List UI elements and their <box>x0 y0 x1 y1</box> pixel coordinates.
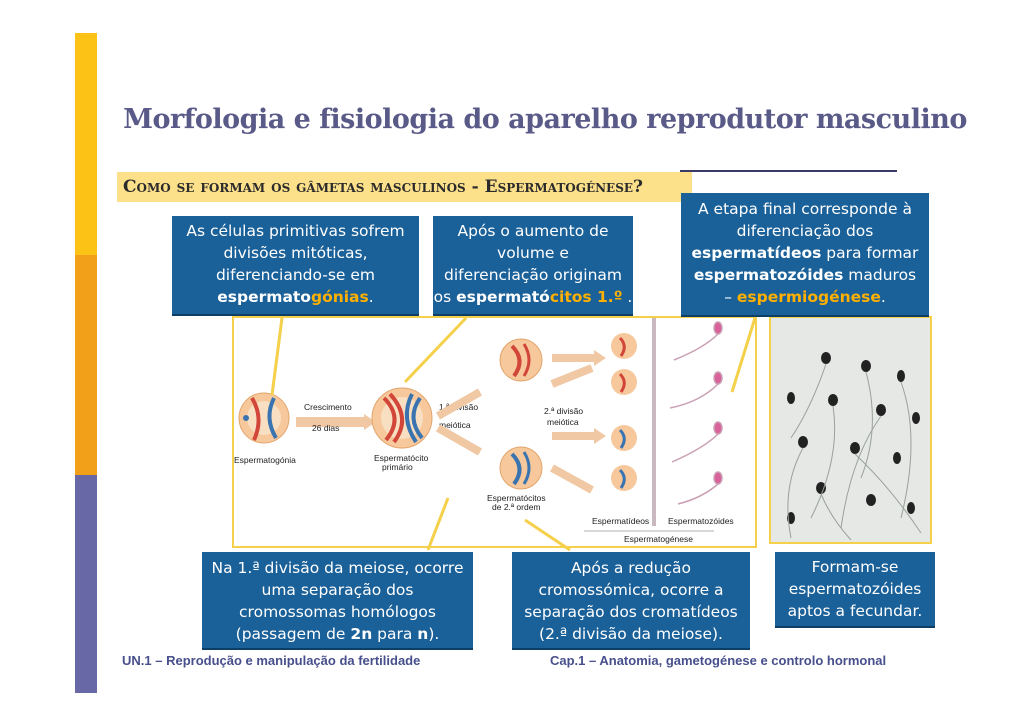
box-meiosis2-line2: cromossómica, ocorre a <box>512 579 750 601</box>
box-final-line5: – espermiogénese. <box>681 286 929 308</box>
diagram-illustration: Espermatogónia Crescimento 26 dias Esper… <box>234 318 755 546</box>
footer-left: UN.1 – Reprodução e manipulação da ferti… <box>122 653 420 668</box>
term-espermiogenese: espermiogénese <box>737 288 881 306</box>
label-crescimento: Crescimento <box>304 402 352 412</box>
micrograph-illustration <box>771 318 930 542</box>
box-ready: Formam-se espermatozóides aptos a fecund… <box>775 552 935 628</box>
box-meiosis2-line4: (2.ª divisão da meiose). <box>512 623 750 645</box>
secondary-spermatocyte-top-icon <box>500 339 542 381</box>
box-final-line2: diferenciação dos <box>681 220 929 242</box>
box-mitosis-line1: As células primitivas sofrem <box>172 220 419 242</box>
box-mitosis: As células primitivas sofrem divisões mi… <box>172 216 419 316</box>
box-growth-prefix: os <box>434 288 457 306</box>
term-espermatideos: espermatídeos <box>692 244 822 262</box>
box-final-line4: espermatozóides maduros <box>681 264 929 286</box>
slide-title: Morfologia e fisiologia do aparelho repr… <box>0 104 1030 135</box>
box-mitosis-line4: espermatogónias. <box>172 286 419 308</box>
box-growth-line1: Após o aumento de <box>433 220 633 242</box>
label-div2b: meiótica <box>547 417 579 427</box>
sperm-micrograph-image <box>769 316 932 544</box>
section-subtitle: Como se formam os gâmetas masculinos - E… <box>117 172 692 202</box>
box-mitosis-line2: divisões mitóticas, <box>172 242 419 264</box>
box-growth: Após o aumento de volume e diferenciação… <box>433 216 633 316</box>
spermatozoa-icons <box>670 322 722 504</box>
box-final-line1: A etapa final corresponde à <box>681 198 929 220</box>
box-mitosis-line3: diferenciando-se em <box>172 264 419 286</box>
spermatid-icons <box>611 333 637 491</box>
box-growth-line2: volume e <box>433 242 633 264</box>
spermatogonia-cell-icon <box>239 393 289 443</box>
label-espermatogonia: Espermatogónia <box>234 455 296 465</box>
label-primario: primário <box>382 462 413 472</box>
box-meiosis1-l4a: (passagem de <box>236 625 351 643</box>
term-gonias: gónias <box>311 288 369 306</box>
term-espermato-citos: espermató <box>456 288 550 306</box>
box-final-dash: – <box>724 288 737 306</box>
box-meiosis2-line3: separação dos cromatídeos <box>512 601 750 623</box>
box-meiosis1-line1: Na 1.ª divisão da meiose, ocorre <box>202 557 473 579</box>
box-mitosis-end: . <box>369 288 374 306</box>
box-meiosis2: Após a redução cromossómica, ocorre a se… <box>512 552 750 650</box>
term-espermatozoides: espermatozóides <box>694 266 843 284</box>
spermatogenesis-diagram: Espermatogónia Crescimento 26 dias Esper… <box>232 316 757 548</box>
decor-bar-orange <box>75 255 97 475</box>
box-ready-line3: aptos a fecundar. <box>775 600 935 622</box>
label-dias: 26 dias <box>312 423 339 433</box>
label-espermatozoides: Espermatozóides <box>668 516 734 526</box>
box-meiosis1-line2: uma separação dos <box>202 579 473 601</box>
label-div2a: 2.ª divisão <box>544 406 583 416</box>
box-final-end3: . <box>881 288 886 306</box>
box-final: A etapa final corresponde à diferenciaçã… <box>681 193 929 317</box>
label-esp2b: de 2.ª ordem <box>492 502 541 512</box>
box-meiosis1: Na 1.ª divisão da meiose, ocorre uma sep… <box>202 552 473 650</box>
box-final-mid: para formar <box>821 244 918 262</box>
footer-right: Cap.1 – Anatomia, gametogénese e control… <box>550 653 886 668</box>
box-meiosis1-line3: cromossomas homólogos <box>202 601 473 623</box>
box-ready-line1: Formam-se <box>775 556 935 578</box>
term-n: n <box>417 625 428 643</box>
label-espermatogenese: Espermatogénese <box>624 534 693 544</box>
box-final-line3: espermatídeos para formar <box>681 242 929 264</box>
decor-bar-purple <box>75 475 97 693</box>
box-meiosis1-l4c: para <box>372 625 417 643</box>
box-meiosis1-l4e: ). <box>428 625 439 643</box>
box-meiosis1-line4: (passagem de 2n para n). <box>202 623 473 645</box>
box-final-end2: maduros <box>843 266 916 284</box>
term-2n: 2n <box>350 625 372 643</box>
box-growth-end: . <box>622 288 632 306</box>
box-growth-line4: os espermatócitos 1.º . <box>433 286 633 308</box>
box-ready-line2: espermatozóides <box>775 578 935 600</box>
decor-bar-yellow <box>75 33 97 255</box>
term-espermato: espermato <box>217 288 311 306</box>
label-espermatideos: Espermatídeos <box>592 516 649 526</box>
term-citos: citos 1.º <box>550 288 623 306</box>
title-underline <box>680 170 897 172</box>
primary-spermatocyte-icon <box>372 388 432 448</box>
box-meiosis2-line1: Após a redução <box>512 557 750 579</box>
secondary-spermatocyte-bottom-icon <box>500 447 542 489</box>
box-growth-line3: diferenciação originam <box>433 264 633 286</box>
